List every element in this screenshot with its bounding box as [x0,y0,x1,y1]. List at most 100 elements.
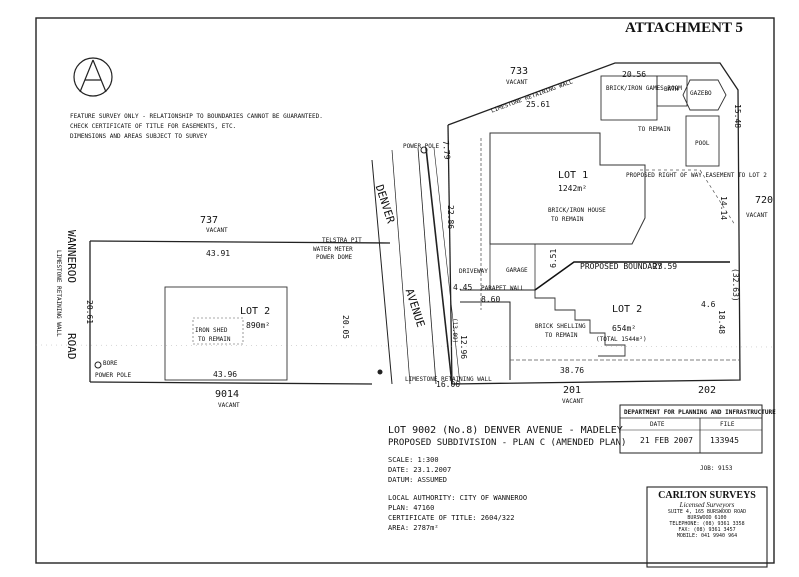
stamp-file-header: FILE [720,421,735,428]
title-line-2: PROPOSED SUBDIVISION - PLAN C (AMENDED P… [388,438,627,448]
stamp-file-value: 133945 [710,436,739,445]
dim-8-60: 8.60 [481,295,501,304]
title-block: LOT 9002 (No.8) DENVER AVENUE - MADELEY … [388,425,638,532]
boundary-south-west [89,381,373,385]
limestone-wall-south: LIMESTONE RETAINING WALL [405,376,492,383]
bath-outline [656,75,688,107]
neighbour-737: 737 [200,215,219,226]
gazebo-outline [682,79,727,111]
date-value: DATE: 23.1.2007 [388,466,452,474]
parapet-wall-label: PARAPET WALL [481,285,525,292]
power-dome-label: POWER DOME [316,254,353,261]
telstra-pit-label: TELSTRA PIT [322,237,362,244]
row-easement-note: PROPOSED RIGHT OF WAY EASEMENT TO LOT 2 [626,172,767,179]
proposed-boundary-label: PROPOSED BOUNDARY [580,262,662,271]
pool-outline [685,115,720,167]
pool-label: POOL [695,140,710,147]
vacant-720: VACANT [746,212,768,219]
note-3: DIMENSIONS AND AREAS SUBJECT TO SURVEY [70,133,208,140]
neighbour-9014: 9014 [215,389,240,400]
surveyor-block: CARLTON SURVEYS Licensed Surveyors SUITE… [648,490,766,539]
dim-20-61: 20.61 [85,300,94,325]
dim-23-59: 23.59 [653,262,678,271]
denver-road-line-4 [425,147,453,385]
dim-6-51: 6.51 [549,248,558,268]
vacant-737: VACANT [206,227,228,234]
lot2-east-label: LOT 2 [612,304,643,315]
dim-32-63: (32.63) [731,268,740,302]
boundary-north-west [89,240,391,244]
dim-18-48: 18.48 [717,310,726,335]
driveway-label: DRIVEWAY [459,268,488,275]
garage-label: GARAGE [506,267,528,274]
lot1-area: 1242m² [558,184,587,193]
games-room-label: BRICK/IRON GAMES ROOM [606,85,682,92]
title-line-1: LOT 9002 (No.8) DENVER AVENUE - MADELEY [388,425,623,436]
limestone-wall-west: LIMESTONE RETAINING WALL [55,250,62,337]
access-leg-south [460,301,511,380]
bore-icon [94,361,102,369]
brick-shelling-label: BRICK SHELLING [535,323,586,330]
brick-shelling-remain-label: TO REMAIN [545,332,578,339]
job-reference: JOB: 9153 [700,465,733,472]
stamp-date-value: 21 FEB 2007 [640,436,693,445]
denver-road-line-5 [433,147,461,385]
water-meter-label: WATER METER [313,246,353,253]
house-remain-label: TO REMAIN [551,216,584,223]
shed-remain-label: TO REMAIN [198,336,231,343]
surveyor-name: CARLTON SURVEYS [658,490,756,501]
neighbour-733: 733 [510,66,529,77]
dim-43-96: 43.96 [213,370,238,379]
dim-15-48: 15.48 [733,104,742,129]
bath-label: BATH [664,86,679,93]
power-pole-e-icon [420,146,428,154]
road-road: ROAD [65,333,78,360]
dim-43-91: 43.91 [206,249,231,258]
power-pole-w-label: POWER POLE [95,372,132,379]
note-1: FEATURE SURVEY ONLY - RELATIONSHIP TO BO… [70,113,323,120]
boundary-denver-frontage [447,124,453,385]
neighbour-201: 201 [563,385,582,396]
lot2-east-area: 654m² [612,324,637,333]
surveyor-address: SUITE 4, 165 BURSWOOD ROAD [667,509,747,515]
dim-7-79: 7.79 [441,140,452,160]
power-pole-w-icon [377,369,383,375]
datum-value: DATUM: ASSUMED [388,476,448,484]
easement-line [640,169,736,226]
dim-14-14: 14.14 [719,196,728,221]
dim-13-09: (13.09) [451,318,458,344]
shed-label: IRON SHED [195,327,228,334]
dim-38-76: 38.76 [560,366,585,375]
page-frame [35,17,775,564]
lot2-west-outline [164,286,288,381]
lot2-west-label: LOT 2 [240,306,271,317]
plan-value: PLAN: 47160 [388,504,435,512]
area-value: AREA: 2787m² [388,524,439,532]
lot2-east-total: (TOTAL 1544m²) [596,336,647,343]
note-2: CHECK CERTIFICATE OF TITLE FOR EASEMENTS… [70,123,237,130]
dim-20-56: 20.56 [622,70,647,79]
surveyor-address-2: BURSWOOD 6100 [687,515,727,521]
authority-value: LOCAL AUTHORITY: CITY OF WANNEROO [388,494,528,502]
stamp-date-header: DATE [650,421,665,428]
dim-4-45: 4.45 [453,283,473,292]
lot1-label: LOT 1 [558,170,589,181]
road-wanneroo: WANNEROO [65,230,78,283]
scale-value: SCALE: 1:300 [388,456,439,464]
dept-stamp-box [619,404,763,454]
vacant-733: VACANT [506,79,528,86]
denver-road-line-1 [371,159,393,385]
denver-road-line-3 [417,147,437,385]
gazebo-label: GAZEBO [690,90,712,97]
dim-25-61: 25.61 [526,100,551,109]
games-room-outline [600,75,658,121]
to-remain-label: TO REMAIN [638,126,671,133]
dim-16-06: 16.06 [436,380,461,389]
dim-12-96: 12.96 [459,335,468,360]
dept-stamp-title: DEPARTMENT FOR PLANNING AND INFRASTRUCTU… [624,409,776,416]
neighbour-202: 202 [698,385,717,396]
lot2-west-area: 890m² [246,321,271,330]
bore-label: BORE [103,360,118,367]
